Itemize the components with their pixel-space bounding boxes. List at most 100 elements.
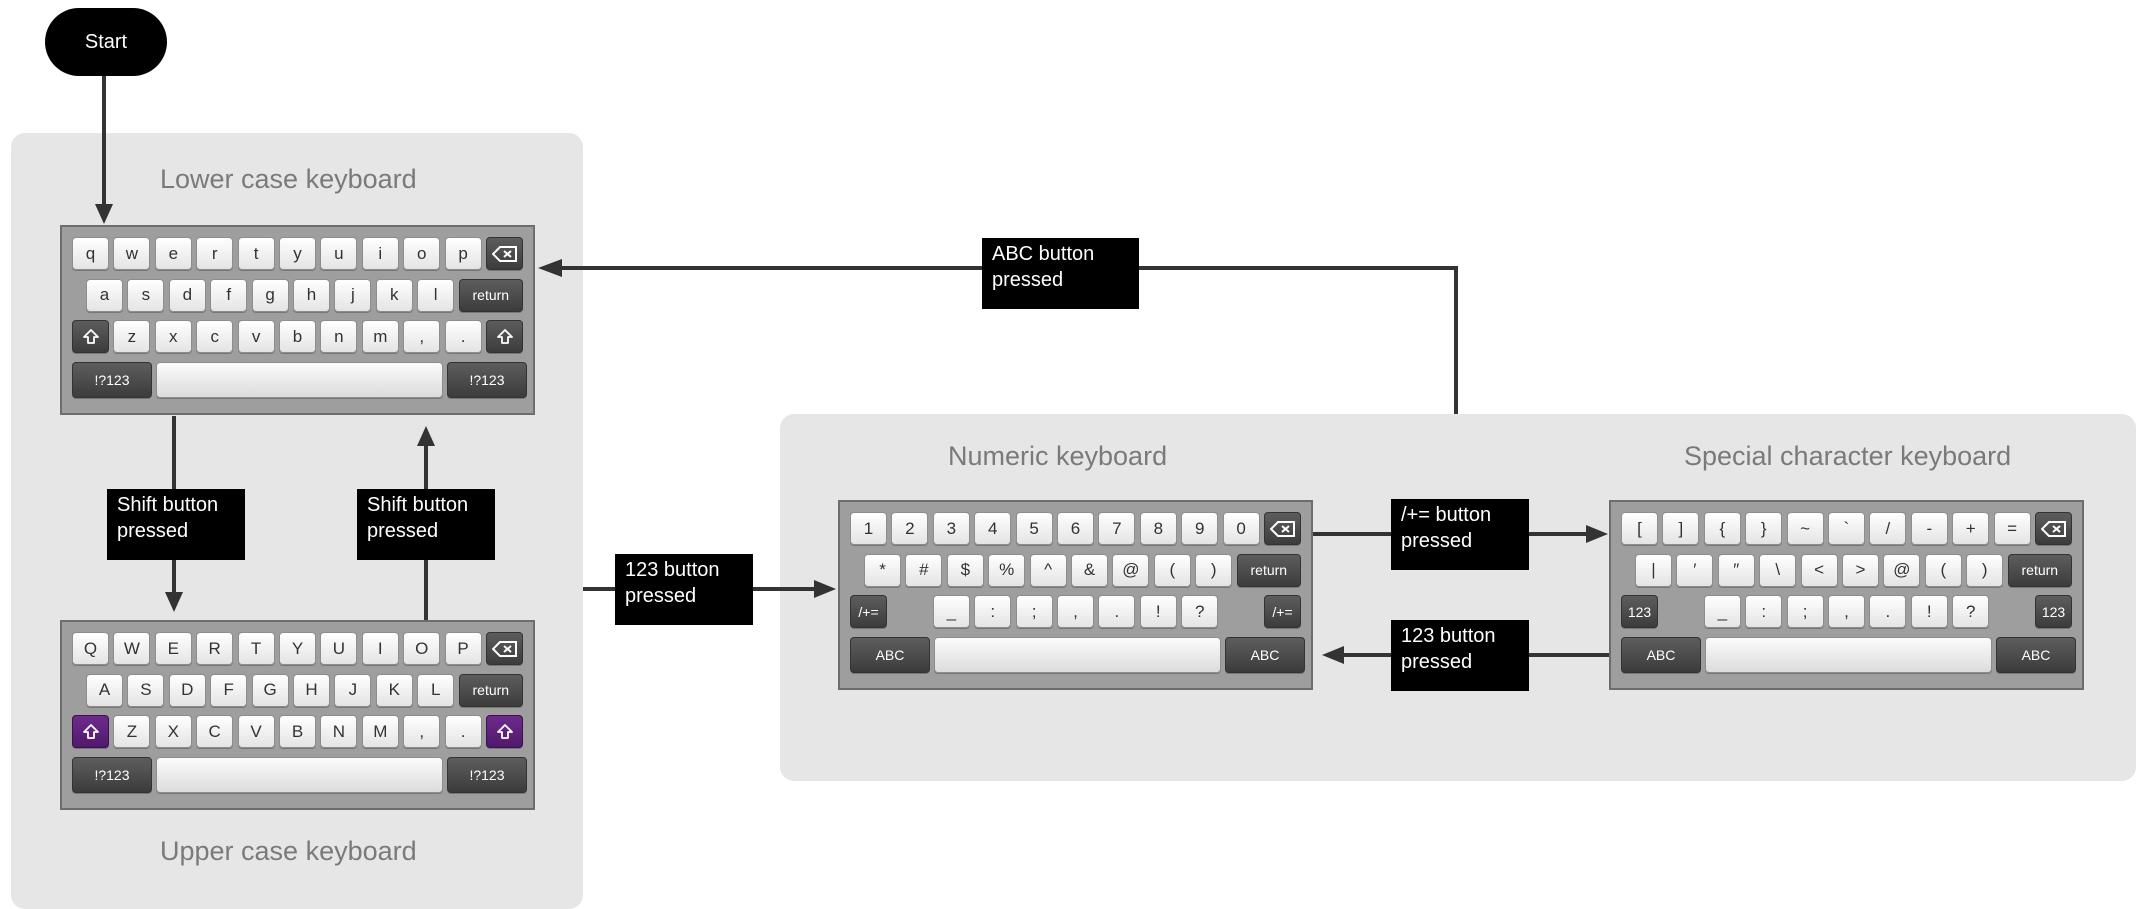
- key-5[interactable]: &: [1071, 553, 1108, 587]
- key-1[interactable]: ′: [1676, 553, 1714, 587]
- key-1[interactable]: w: [113, 237, 151, 270]
- key-1[interactable]: S: [127, 673, 165, 707]
- key-6[interactable]: U: [320, 632, 358, 665]
- key-4[interactable]: g: [251, 278, 289, 312]
- key-5[interactable]: n: [320, 320, 358, 353]
- key-4[interactable]: .: [1098, 595, 1136, 628]
- key-5[interactable]: N: [320, 715, 358, 748]
- key-0[interactable]: [: [1621, 512, 1658, 545]
- key-5[interactable]: >: [1842, 553, 1879, 587]
- key-6[interactable]: ?: [1952, 595, 1990, 628]
- key-3[interactable]: ,: [1828, 595, 1865, 628]
- key-6[interactable]: M: [361, 715, 399, 748]
- return-key[interactable]: return: [2007, 553, 2072, 587]
- key-1[interactable]: 2: [891, 512, 929, 545]
- mode-switch-left-key[interactable]: ABC: [850, 636, 930, 673]
- key-6[interactable]: m: [361, 320, 399, 353]
- key-4[interactable]: T: [237, 632, 275, 665]
- key-5[interactable]: H: [293, 673, 330, 707]
- mode-switch-left-key[interactable]: !?123: [72, 361, 152, 398]
- key-2[interactable]: ″: [1717, 553, 1755, 587]
- key-7[interactable]: 8: [1139, 512, 1177, 545]
- key-2[interactable]: {: [1703, 512, 1741, 545]
- key-7[interactable]: -: [1910, 512, 1948, 545]
- key-0[interactable]: 1: [850, 512, 887, 545]
- shift-left-key[interactable]: [72, 320, 109, 353]
- key-9[interactable]: 0: [1222, 512, 1260, 545]
- key-0[interactable]: Q: [72, 632, 109, 665]
- space-key[interactable]: [156, 756, 443, 793]
- key-3[interactable]: r: [196, 237, 234, 270]
- mode-switch-left-key[interactable]: !?123: [72, 756, 152, 793]
- mode-switch-right-key[interactable]: !?123: [447, 361, 527, 398]
- key-0[interactable]: _: [1703, 595, 1741, 628]
- key-6[interactable]: u: [320, 237, 358, 270]
- mode-switch-right-key[interactable]: !?123: [447, 756, 527, 793]
- key-9[interactable]: P: [444, 632, 482, 665]
- key-9[interactable]: p: [444, 237, 482, 270]
- key-7[interactable]: (: [1924, 553, 1962, 587]
- key-2[interactable]: c: [196, 320, 234, 353]
- key-4[interactable]: b: [279, 320, 316, 353]
- mode-left-key[interactable]: /+=: [850, 595, 887, 628]
- key-6[interactable]: 7: [1098, 512, 1136, 545]
- key-1[interactable]: #: [905, 553, 943, 587]
- key-6[interactable]: @: [1883, 553, 1921, 587]
- key-1[interactable]: W: [113, 632, 151, 665]
- key-7[interactable]: ,: [403, 715, 441, 748]
- mode-switch-left-key[interactable]: ABC: [1621, 636, 1701, 673]
- key-5[interactable]: h: [293, 278, 330, 312]
- key-3[interactable]: }: [1745, 512, 1783, 545]
- key-4[interactable]: ^: [1029, 553, 1067, 587]
- key-8[interactable]: ): [1966, 553, 2004, 587]
- key-8[interactable]: L: [417, 673, 455, 707]
- key-2[interactable]: C: [196, 715, 234, 748]
- key-9[interactable]: =: [1993, 512, 2031, 545]
- backspace-key[interactable]: [486, 237, 523, 270]
- mode-switch-right-key[interactable]: ABC: [1996, 636, 2076, 673]
- key-4[interactable]: B: [279, 715, 316, 748]
- space-key[interactable]: [156, 361, 443, 398]
- key-8[interactable]: ): [1195, 553, 1233, 587]
- key-3[interactable]: %: [988, 553, 1026, 587]
- key-3[interactable]: ,: [1057, 595, 1094, 628]
- return-key[interactable]: return: [458, 278, 523, 312]
- key-8[interactable]: l: [417, 278, 455, 312]
- key-7[interactable]: i: [361, 237, 399, 270]
- key-3[interactable]: 4: [974, 512, 1012, 545]
- key-0[interactable]: *: [864, 553, 901, 587]
- key-8[interactable]: .: [444, 320, 482, 353]
- key-8[interactable]: .: [444, 715, 482, 748]
- key-7[interactable]: ,: [403, 320, 441, 353]
- key-0[interactable]: |: [1635, 553, 1672, 587]
- key-5[interactable]: 6: [1057, 512, 1094, 545]
- key-4[interactable]: .: [1869, 595, 1907, 628]
- key-3[interactable]: R: [196, 632, 234, 665]
- key-6[interactable]: J: [334, 673, 372, 707]
- key-2[interactable]: 3: [932, 512, 970, 545]
- key-4[interactable]: 5: [1015, 512, 1053, 545]
- key-3[interactable]: v: [237, 320, 275, 353]
- key-5[interactable]: Y: [279, 632, 316, 665]
- key-3[interactable]: f: [210, 278, 248, 312]
- key-6[interactable]: @: [1112, 553, 1150, 587]
- key-0[interactable]: q: [72, 237, 109, 270]
- key-1[interactable]: X: [154, 715, 192, 748]
- backspace-key[interactable]: [1264, 512, 1301, 545]
- key-6[interactable]: j: [334, 278, 372, 312]
- key-7[interactable]: K: [375, 673, 413, 707]
- key-2[interactable]: ;: [1015, 595, 1053, 628]
- key-0[interactable]: z: [113, 320, 151, 353]
- key-3[interactable]: \: [1759, 553, 1797, 587]
- key-8[interactable]: O: [403, 632, 441, 665]
- backspace-key[interactable]: [2035, 512, 2072, 545]
- space-key[interactable]: [934, 636, 1221, 673]
- key-3[interactable]: V: [237, 715, 275, 748]
- key-5[interactable]: !: [1139, 595, 1177, 628]
- space-key[interactable]: [1705, 636, 1992, 673]
- return-key[interactable]: return: [458, 673, 523, 707]
- key-1[interactable]: :: [974, 595, 1012, 628]
- key-4[interactable]: t: [237, 237, 275, 270]
- key-4[interactable]: G: [251, 673, 289, 707]
- key-3[interactable]: F: [210, 673, 248, 707]
